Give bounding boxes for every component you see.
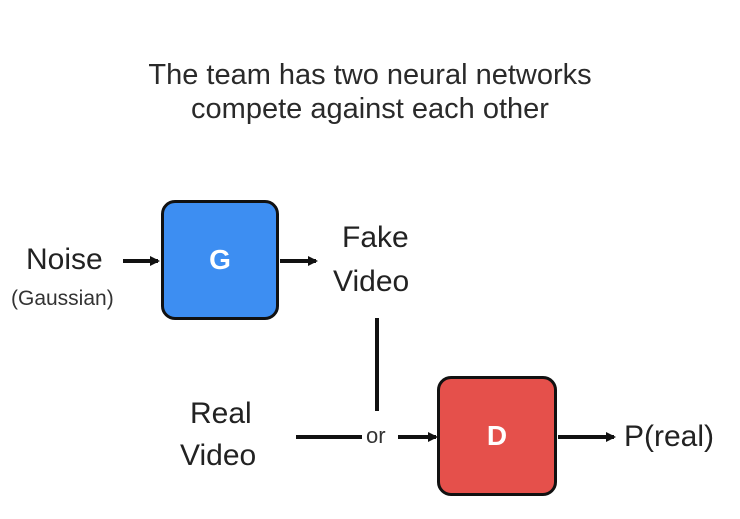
discriminator-box: D [437,376,557,496]
generator-box: G [161,200,279,320]
generator-label: G [209,244,231,275]
diagram-title: The team has two neural networks compete… [0,58,740,126]
noise-label: Noise [26,243,103,276]
or-label: or [366,423,386,448]
gaussian-label: (Gaussian) [11,287,114,310]
fake-video-line-1: Fake [342,221,409,254]
output-label: P(real) [624,420,715,453]
real-video-line-2: Video [180,439,257,472]
title-line-2: compete against each other [191,93,549,125]
real-video-line-1: Real [190,397,252,430]
discriminator-label: D [486,420,508,451]
fake-video-line-2: Video [333,265,410,298]
title-line-1: The team has two neural networks [148,59,592,91]
